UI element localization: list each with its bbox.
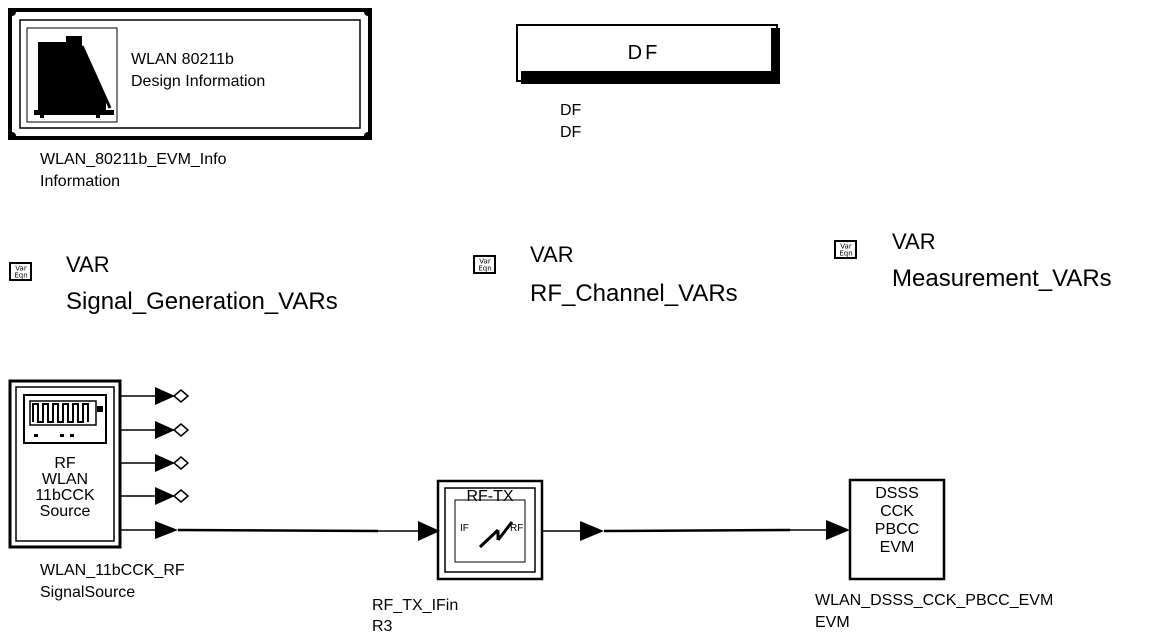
info-instance-name: WLAN_80211b_EVM_Info: [40, 151, 227, 168]
var-type-label: VAR: [66, 252, 110, 277]
lightning-icon: [478, 528, 500, 549]
evm-instance-name: WLAN_DSSS_CCK_PBCC_EVM: [815, 592, 1054, 609]
var-eqn-icon[interactable]: Var Eqn: [9, 262, 32, 281]
terminator-port[interactable]: [155, 454, 190, 472]
df-instance-name: DF: [560, 102, 582, 119]
source-label-line2: WLAN: [41, 471, 89, 488]
var-type-label: VAR: [892, 229, 936, 254]
evm-label-line1: DSSS: [875, 485, 919, 502]
var-name-label: Signal_Generation_VARs: [66, 288, 338, 315]
df-component-name: DF: [560, 124, 582, 141]
var-icon-text-top: Var: [840, 243, 852, 251]
var-icon-text-bottom: Eqn: [839, 250, 852, 258]
tx-title: RF-TX: [466, 488, 514, 505]
wire-tx-to-evm[interactable]: [542, 520, 850, 541]
source-instance-name: WLAN_11bCCK_RF: [40, 562, 185, 579]
var-name-label: Measurement_VARs: [892, 265, 1112, 292]
signal-generator-icon: [23, 394, 107, 444]
df-box-label: DF: [627, 42, 661, 64]
tx-port-in-label: IF: [460, 523, 469, 534]
var-type-label: VAR: [530, 242, 574, 267]
var-icon-text-top: Var: [15, 265, 27, 273]
source-label-line3: 11bCCK: [35, 487, 95, 504]
terminator-port[interactable]: [155, 387, 190, 405]
tx-port-out-label: RF: [510, 523, 524, 534]
source-label-line4: Source: [39, 503, 91, 520]
design-info-icon: [34, 36, 114, 118]
tx-block[interactable]: [436, 479, 544, 581]
tx-instance-name: RF_TX_IFin: [372, 597, 459, 614]
var-eqn-icon[interactable]: Var Eqn: [473, 255, 496, 274]
evm-block[interactable]: [848, 478, 946, 581]
terminator-port[interactable]: [155, 487, 190, 505]
df-block[interactable]: [516, 24, 780, 84]
info-title-line2: Design Information: [131, 73, 266, 90]
info-block[interactable]: [8, 8, 372, 140]
source-component-name: SignalSource: [40, 584, 136, 601]
info-title-line1: WLAN 80211b: [131, 51, 234, 68]
var-icon-text-bottom: Eqn: [14, 272, 27, 280]
var-name-label: RF_Channel_VARs: [530, 280, 738, 307]
evm-label-line3: PBCC: [874, 521, 920, 538]
source-block[interactable]: [8, 379, 155, 549]
var-eqn-icon[interactable]: Var Eqn: [834, 240, 857, 259]
var-icon-text-top: Var: [479, 258, 491, 266]
evm-label-line2: CCK: [880, 503, 914, 520]
source-label-line1: RF: [54, 455, 76, 472]
evm-component-name: EVM: [815, 614, 850, 631]
evm-label-line4: EVM: [879, 539, 915, 556]
var-icon-text-bottom: Eqn: [478, 265, 491, 273]
terminator-port[interactable]: [155, 421, 190, 439]
info-component-name: Information: [40, 173, 121, 190]
wire-source-to-tx[interactable]: [155, 521, 440, 541]
tx-component-name: R3: [372, 618, 393, 635]
